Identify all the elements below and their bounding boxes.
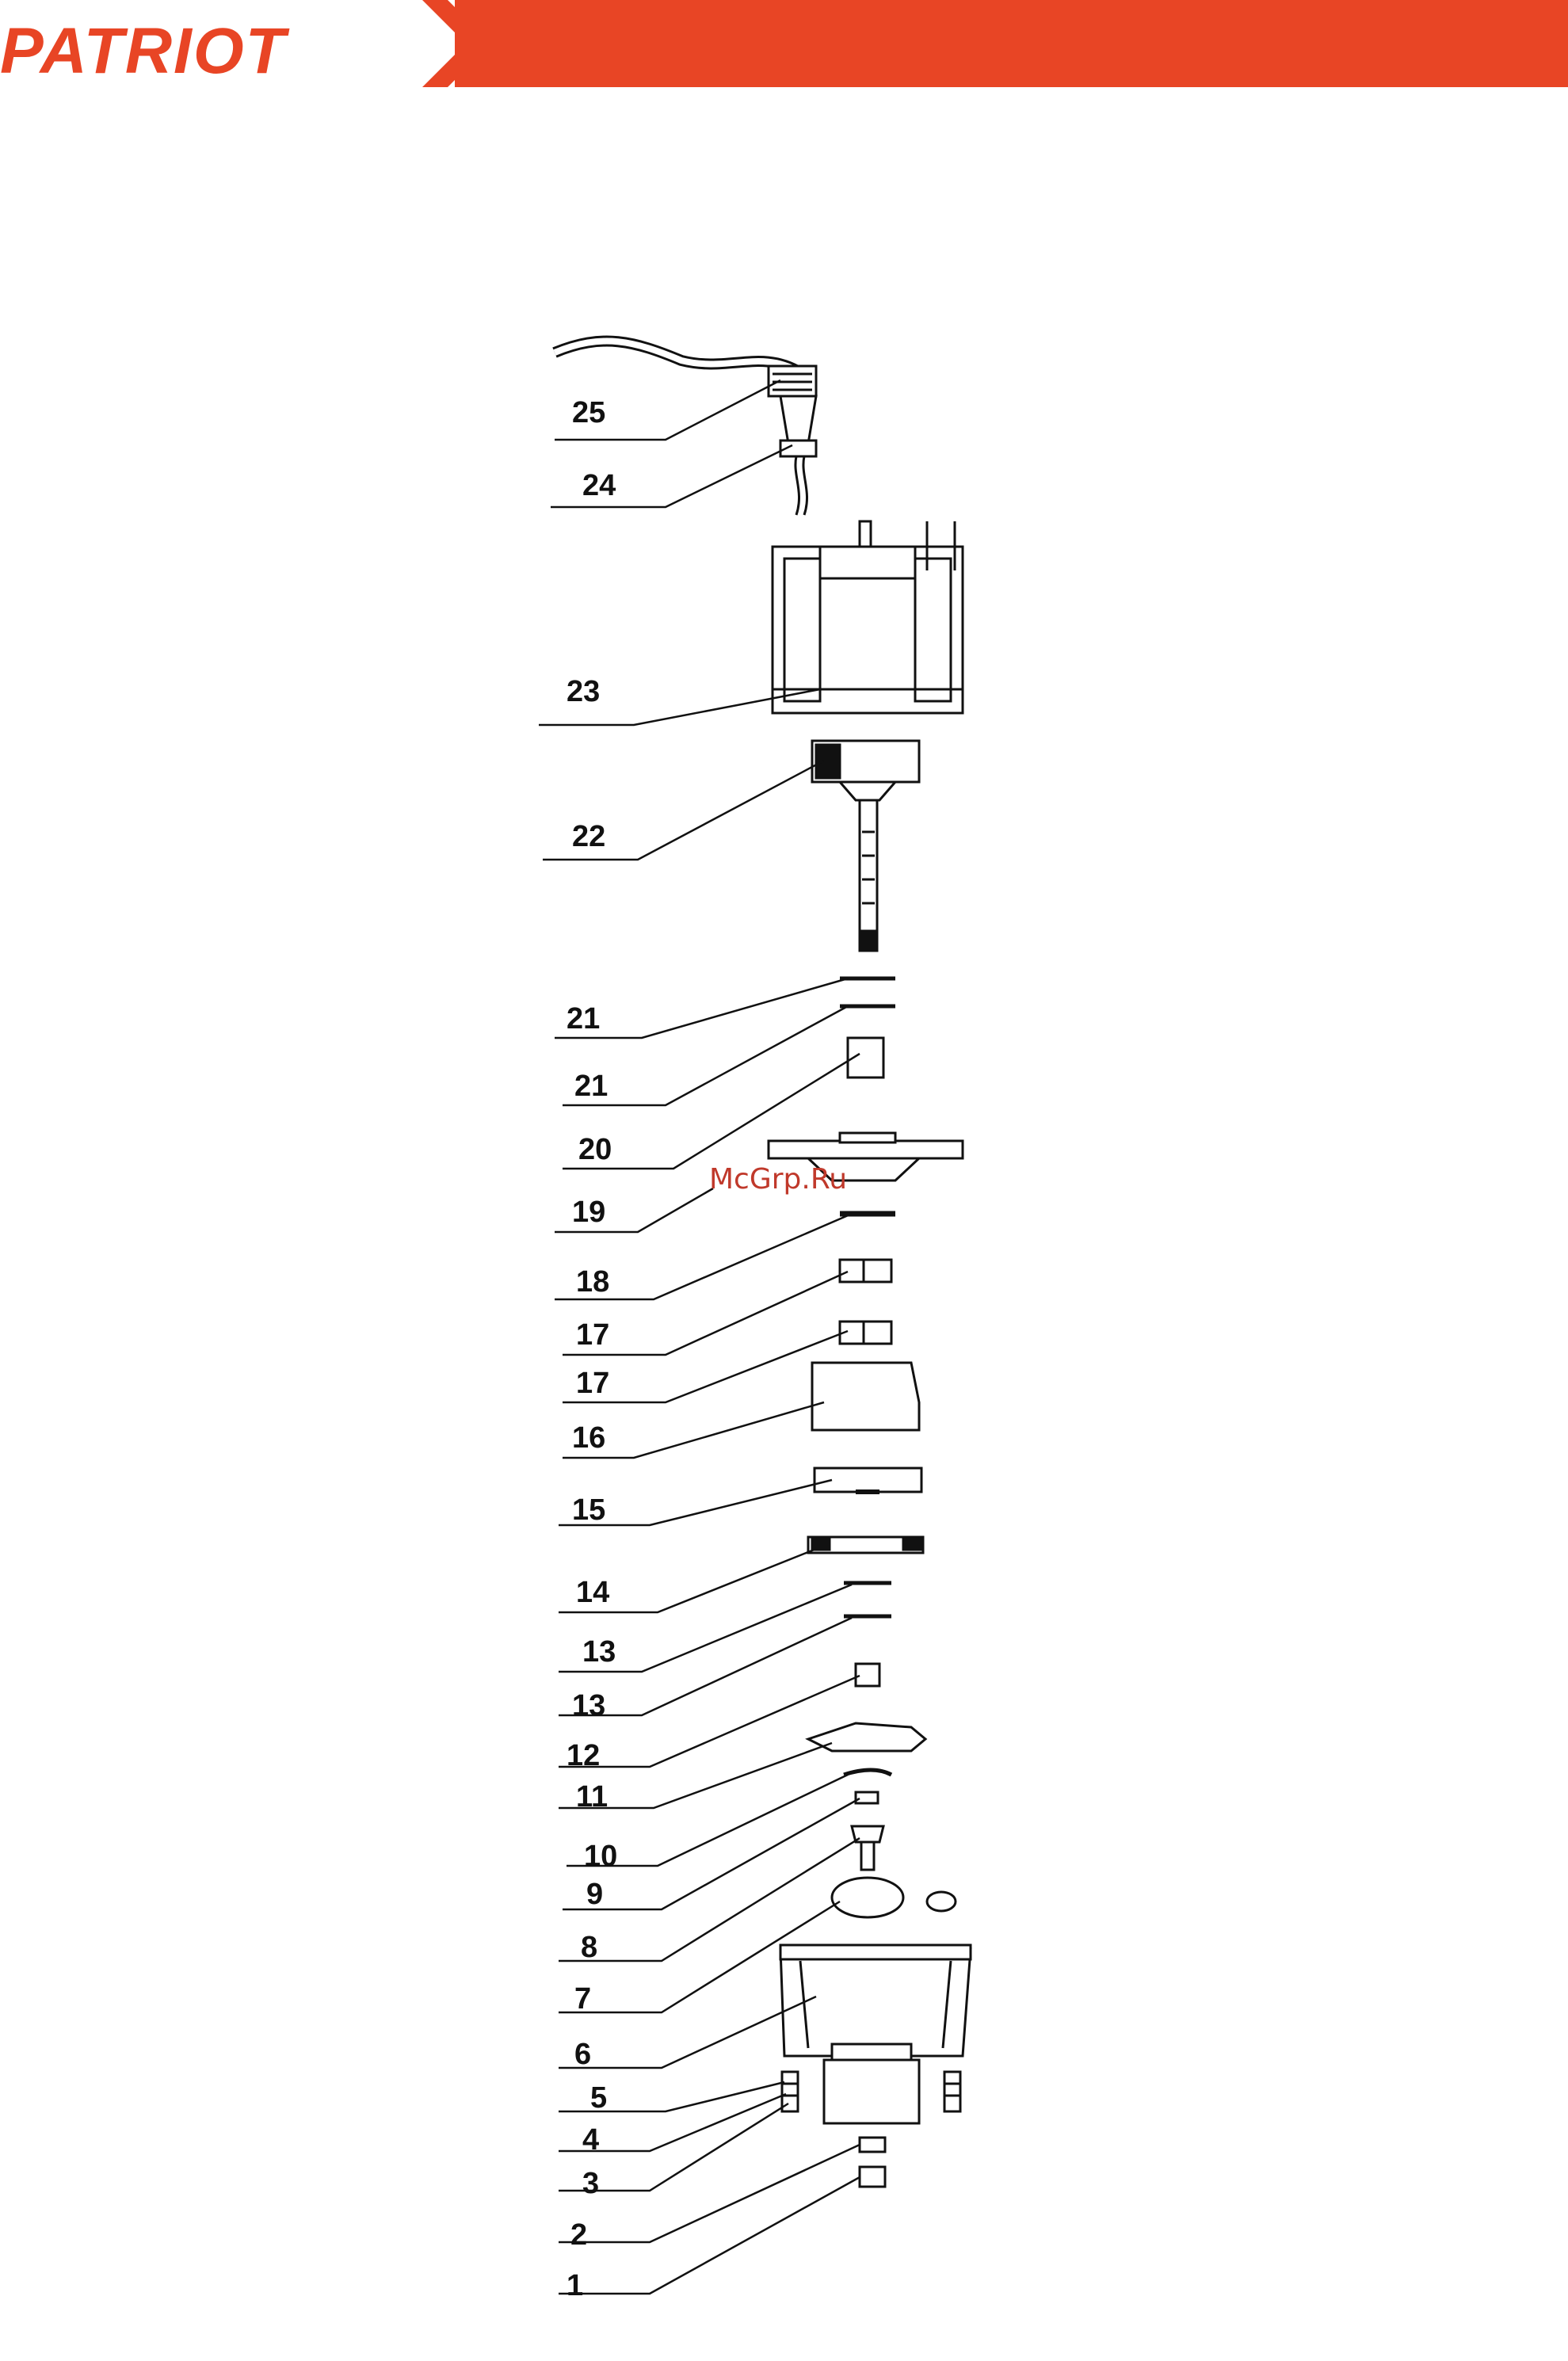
part-23-motor-housing <box>773 521 963 713</box>
callout-label: 13 <box>582 1635 616 1669</box>
part-10-gasket <box>844 1770 891 1775</box>
callout-label: 6 <box>574 2038 591 2071</box>
callout-label: 18 <box>576 1265 609 1299</box>
callout-label: 19 <box>572 1196 605 1229</box>
callout-label: 5 <box>590 2081 607 2115</box>
callout-label: 17 <box>576 1367 609 1400</box>
part-6-pump-base <box>780 1945 971 2123</box>
callout-label: 15 <box>572 1493 605 1527</box>
callout-label: 8 <box>581 1931 597 1964</box>
callout-label: 10 <box>584 1840 617 1873</box>
callout-label: 11 <box>576 1780 608 1814</box>
callout-label: 21 <box>574 1070 608 1103</box>
part-7-valve-disc <box>832 1878 903 1917</box>
callout-label: 16 <box>572 1421 605 1455</box>
callout-label: 17 <box>576 1318 609 1352</box>
callout-label: 13 <box>572 1689 605 1722</box>
callout-label: 7 <box>574 1982 591 2016</box>
callout-label: 20 <box>578 1133 612 1166</box>
callout-label: 25 <box>572 396 605 429</box>
callout-label: 14 <box>576 1576 609 1609</box>
callout-labels: 25 24 23 22 21 21 20 19 18 17 17 16 15 1… <box>567 396 617 2302</box>
part-17-armature <box>840 1322 891 1344</box>
part-24-cable-sleeve <box>780 396 816 444</box>
callout-label: 9 <box>586 1878 603 1911</box>
part-1-nut <box>860 2167 885 2187</box>
part-8-bolt <box>852 1826 883 1870</box>
watermark-text: McGrp.Ru <box>709 1163 847 1196</box>
part-9-nut <box>856 1792 878 1803</box>
callout-label: 3 <box>582 2167 599 2200</box>
callout-label: 23 <box>567 675 600 708</box>
callout-label: 1 <box>567 2269 583 2302</box>
callout-label: 12 <box>567 1739 600 1772</box>
callout-label: 4 <box>582 2123 599 2157</box>
part-11-diaphragm <box>808 1723 925 1751</box>
part-2-washer <box>860 2138 885 2152</box>
part-17-armature <box>840 1260 891 1282</box>
callout-label: 21 <box>567 1002 600 1036</box>
callout-label: 2 <box>570 2218 587 2252</box>
part-22-rotor-shaft <box>812 741 919 951</box>
callout-label: 22 <box>572 820 605 853</box>
callout-label: 24 <box>582 469 616 502</box>
part-16-coil <box>812 1363 919 1430</box>
